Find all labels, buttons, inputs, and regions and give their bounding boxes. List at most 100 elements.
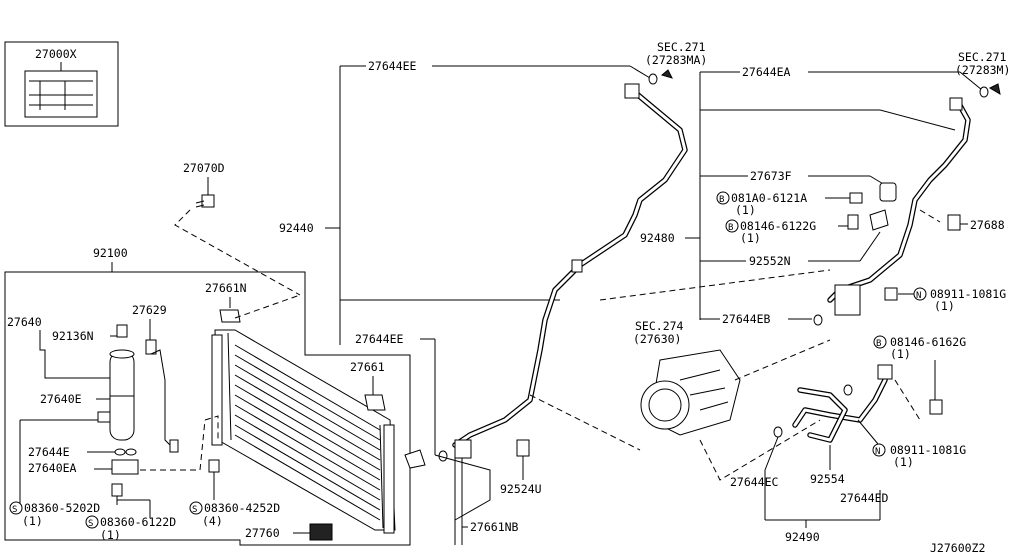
label-27661N: 27661N: [205, 281, 247, 295]
label-sec274-ref: (27630): [633, 332, 681, 346]
assembly-92100-outline: [4, 271, 411, 546]
bolt-08146-6122G[interactable]: [847, 214, 859, 230]
label-27644EB: 27644EB: [722, 312, 771, 326]
bolt-081A0-6121A[interactable]: [849, 192, 863, 204]
label-27673F: 27673F: [750, 169, 792, 183]
b-symbol-circle-3: [873, 335, 887, 349]
qty-08360-4252D: (4): [202, 514, 223, 528]
label-sec274: SEC.274: [635, 319, 684, 333]
bolt-08146-6162G[interactable]: [929, 399, 943, 415]
label-27644E: 27644E: [28, 445, 70, 459]
clip-27688[interactable]: [947, 214, 961, 231]
label-27644EE-top: 27644EE: [368, 59, 417, 73]
b-symbol-circle-1: [716, 191, 730, 205]
label-27000X: 27000X: [35, 47, 77, 61]
label-27640E: 27640E: [40, 392, 82, 406]
label-sec271-a-ref: (27283MA): [645, 53, 707, 67]
plug-92136N[interactable]: [116, 324, 128, 338]
s-symbol-1: S: [12, 505, 17, 515]
n-symbol-2: N: [875, 447, 880, 457]
qty-081A0-6121A: (1): [735, 203, 756, 217]
pipe-92480-fitting-top[interactable]: [949, 97, 963, 111]
bracket-27661N[interactable]: [219, 309, 241, 323]
bolt-08360-5202D[interactable]: [97, 411, 111, 423]
bolt-08360-4252D[interactable]: [208, 459, 220, 473]
label-27760: 27760: [245, 526, 280, 540]
b-symbol-2: B: [728, 223, 733, 233]
pipe-92440-fitting-bottom[interactable]: [454, 439, 472, 459]
label-27644EA: 27644EA: [742, 65, 791, 79]
caution-label-sticker[interactable]: [24, 70, 98, 118]
s-symbol-3: S: [192, 505, 197, 515]
s-symbol-circle-2: [85, 515, 99, 529]
o-ring-27644EB[interactable]: [813, 314, 823, 326]
label-08911-1081G-b: 08911-1081G: [890, 443, 966, 457]
label-08360-4252D: 08360-4252D: [204, 501, 280, 515]
label-92440: 92440: [279, 221, 314, 235]
o-ring-27644EC[interactable]: [773, 426, 783, 438]
label-27644ED: 27644ED: [840, 491, 889, 505]
condenser-core[interactable]: [211, 329, 396, 534]
pipe-92440-clip[interactable]: [571, 259, 583, 273]
compressor-27630[interactable]: [640, 349, 741, 436]
label-08146-6122G: 08146-6122G: [740, 219, 816, 233]
cap-27673F[interactable]: [879, 182, 897, 202]
label-27661NB: 27661NB: [470, 520, 519, 534]
bracket-92480[interactable]: [869, 209, 889, 231]
label-27629: 27629: [132, 303, 167, 317]
label-92490: 92490: [785, 530, 820, 544]
label-27000X-group: 27000X: [4, 41, 119, 127]
label-27070D: 27070D: [183, 161, 225, 175]
b-symbol-3: B: [876, 339, 881, 349]
label-27640: 27640: [7, 315, 42, 329]
pipe-92440-fitting-top[interactable]: [624, 83, 640, 99]
qty-08360-6122D: (1): [100, 528, 121, 542]
label-92480: 92480: [640, 231, 675, 245]
qty-08146-6122G: (1): [740, 231, 761, 245]
label-92100: 92100: [93, 246, 128, 260]
label-92552N: 92552N: [749, 254, 791, 268]
label-27644EE-mid: 27644EE: [355, 332, 404, 346]
hose-92490-group: B 08146-6162G (1) N 08911-1081G (1) 2764…: [730, 335, 966, 544]
block-27640EA[interactable]: [111, 459, 139, 475]
label-27661: 27661: [350, 360, 385, 374]
clip-92524U[interactable]: [516, 439, 530, 457]
arrow-sec271-a: [660, 69, 673, 79]
label-08146-6162G: 08146-6162G: [890, 335, 966, 349]
label-92554: 92554: [810, 472, 845, 486]
sensor-27760[interactable]: [309, 523, 333, 541]
compressor-group: SEC.274 (27630): [633, 319, 831, 481]
nut-08911-1081G-a[interactable]: [884, 287, 898, 301]
label-sec271-a: SEC.271: [657, 40, 706, 54]
pipe-92440-group: 27644EE 92440 27644EE SEC.271 (27283MA) …: [279, 40, 707, 545]
label-27640EA: 27640EA: [28, 461, 77, 475]
qty-08360-5202D: (1): [22, 514, 43, 528]
bracket-27661[interactable]: [364, 394, 386, 411]
fitting-92490[interactable]: [877, 364, 893, 380]
o-ring-27644E-a[interactable]: [114, 448, 126, 456]
n-symbol-1: N: [916, 291, 921, 301]
label-27688: 27688: [970, 218, 1005, 232]
label-08360-5202D: 08360-5202D: [24, 501, 100, 515]
label-27644EC: 27644EC: [730, 475, 779, 489]
pipe-92480-group: SEC.271 (27283M) 27644EA 92480 27673F B …: [599, 50, 1010, 326]
s-symbol-circle-1: [9, 501, 23, 515]
qty-08911-1081G-a: (1): [934, 299, 955, 313]
label-sec271-b-ref: (27283M): [955, 63, 1010, 77]
s-symbol-2: S: [88, 519, 93, 529]
o-ring-27644EA[interactable]: [979, 86, 989, 98]
label-27000X-box: [4, 41, 119, 127]
s-symbol-circle-3: [189, 501, 203, 515]
qty-08146-6162G: (1): [890, 347, 911, 361]
bolt-08360-6122D[interactable]: [111, 483, 123, 497]
n-symbol-circle-2: [872, 443, 886, 457]
o-ring-27644EE-top[interactable]: [648, 73, 658, 85]
label-08911-1081G-a: 08911-1081G: [930, 287, 1006, 301]
o-ring-27644ED[interactable]: [843, 384, 853, 396]
pipe-92480-block[interactable]: [834, 284, 861, 316]
o-ring-27644E-b[interactable]: [125, 448, 137, 456]
label-081A0-6121A: 081A0-6121A: [731, 191, 807, 205]
arrow-sec271-b: [988, 83, 1001, 96]
b-symbol-1: B: [719, 195, 724, 205]
